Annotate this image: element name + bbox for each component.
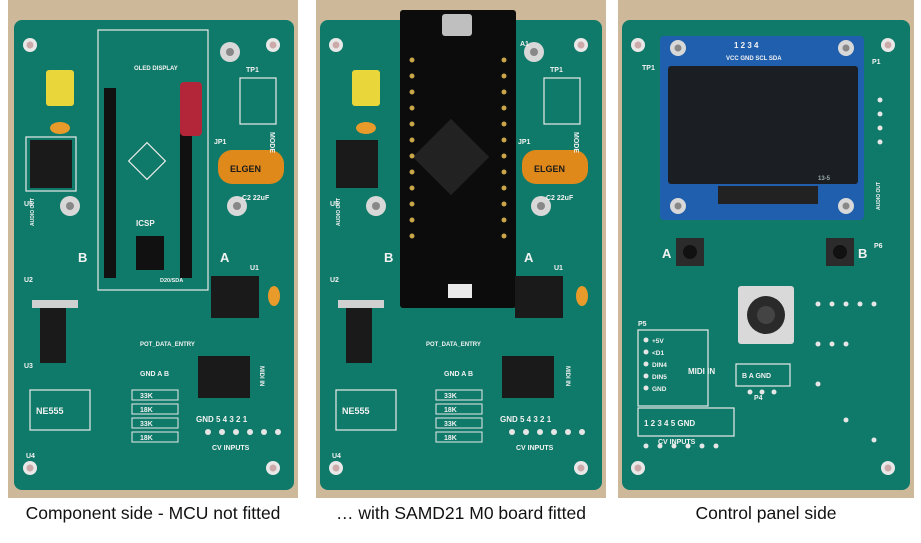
- label-b-a-gnd: B A GND: [742, 373, 771, 380]
- label-r-33k-2: 33K: [140, 421, 153, 428]
- label-big-b: B: [858, 246, 867, 261]
- elgen-capacitor: [218, 150, 284, 184]
- label-u2: U2: [330, 277, 339, 284]
- label-oled-pins: VCC GND SCL SDA: [726, 56, 782, 62]
- label-u3: U3: [24, 363, 33, 370]
- label-tp1: TP1: [246, 67, 259, 74]
- label-p6: P6: [874, 243, 883, 250]
- label-elgen: ELGEN: [230, 164, 261, 174]
- red-capacitor: [180, 82, 202, 136]
- label-icsp: ICSP: [136, 219, 155, 228]
- label-r-18k-2: 18K: [444, 435, 457, 442]
- label-midi-in: MIDI IN: [258, 366, 264, 386]
- label-r-18k-2: 18K: [140, 435, 153, 442]
- label-plus5v: +5V: [652, 338, 664, 345]
- label-r-18k-1: 18K: [444, 407, 457, 414]
- label-c2: C2 22uF: [546, 195, 574, 202]
- label-r-33k-1: 33K: [444, 393, 457, 400]
- photo-component-side: OLED DISPLAY TP1 JP1 ICSP D20/SDA U5 U2 …: [8, 0, 298, 498]
- label-din4: DIN4: [652, 362, 667, 369]
- yellow-capacitor: [46, 70, 74, 106]
- label-u4: U4: [332, 453, 341, 460]
- label-audio-out: AUDIO OUT: [876, 182, 882, 210]
- label-jp1: JP1: [214, 139, 227, 146]
- oled-screen: [668, 66, 858, 184]
- pcb-board-component-side: OLED DISPLAY TP1 JP1 ICSP D20/SDA U5 U2 …: [8, 0, 298, 498]
- label-mode: MODE: [572, 132, 579, 153]
- label-u1: U1: [250, 265, 259, 272]
- label-pot-data-entry: POT_DATA_ENTRY: [426, 342, 481, 348]
- label-ne555: NE555: [36, 406, 64, 416]
- label-oled-display: OLED DISPLAY: [134, 66, 178, 72]
- label-cv-inputs: CV INPUTS: [516, 445, 554, 452]
- label-audio-out: AUDIO OUT: [30, 198, 36, 226]
- label-r-33k-1: 33K: [140, 393, 153, 400]
- label-u5: U5: [24, 201, 33, 208]
- caption-control-panel-side: Control panel side: [695, 503, 837, 523]
- label-cv-inputs: CV INPUTS: [658, 439, 696, 446]
- voltage-regulator: [40, 305, 66, 363]
- label-p1: P1: [872, 59, 881, 66]
- ic-opto: [198, 356, 250, 398]
- label-u2: U2: [24, 277, 33, 284]
- label-tp1: TP1: [550, 67, 563, 74]
- icsp-header: [136, 236, 164, 270]
- pcb-board-samd21-fitted: A1 TP1 JP1 U5 U2 U1 U4 NE555 POT_DATA_EN…: [316, 0, 606, 498]
- label-big-a: A: [524, 250, 534, 265]
- label-cv-numbers: GND 5 4 3 2 1: [196, 415, 248, 424]
- label-jp1: JP1: [518, 139, 531, 146]
- label-u4: U4: [26, 453, 35, 460]
- ic-u1: [211, 276, 259, 318]
- label-gnd-a-b: GND A B: [444, 371, 473, 378]
- label-u5: U5: [330, 201, 339, 208]
- label-u1: U1: [554, 265, 563, 272]
- label-ne555: NE555: [342, 406, 370, 416]
- label-big-b: B: [384, 250, 393, 265]
- label-p4: P4: [754, 395, 763, 402]
- label-midi-in: MIDI IN: [688, 367, 715, 376]
- ic-u5: [30, 140, 72, 188]
- label-big-b: B: [78, 250, 87, 265]
- label-pot-data-entry: POT_DATA_ENTRY: [140, 342, 195, 348]
- pcb-board-control-panel: 1 2 3 4 VCC GND SCL SDA 13-5 TP1 P1 P6 P…: [618, 0, 914, 498]
- label-big-a: A: [662, 246, 672, 261]
- label-oled-pin-numbers: 1 2 3 4: [734, 41, 759, 50]
- label-d1: <D1: [652, 350, 664, 357]
- label-gnd-a-b: GND A B: [140, 371, 169, 378]
- photo-control-panel-side: 1 2 3 4 VCC GND SCL SDA 13-5 TP1 P1 P6 P…: [618, 0, 914, 498]
- label-cv-inputs: CV INPUTS: [212, 445, 250, 452]
- label-cv-numbers: 1 2 3 4 5 GND: [644, 419, 695, 428]
- label-tp1: TP1: [642, 65, 655, 72]
- label-cv-numbers: GND 5 4 3 2 1: [500, 415, 552, 424]
- label-midi-in: MIDI IN: [564, 366, 570, 386]
- label-r-33k-2: 33K: [444, 421, 457, 428]
- label-elgen: ELGEN: [534, 164, 565, 174]
- label-gnd: GND: [652, 386, 667, 393]
- label-p5: P5: [638, 321, 647, 328]
- usb-connector: [442, 14, 472, 36]
- photo-samd21-fitted: A1 TP1 JP1 U5 U2 U1 U4 NE555 POT_DATA_EN…: [316, 0, 606, 498]
- label-a1: A1: [520, 41, 529, 48]
- label-oled-code: 13-5: [818, 176, 831, 182]
- label-d20: D20/SDA: [160, 278, 183, 284]
- label-audio-out: AUDIO OUT: [336, 198, 342, 226]
- caption-samd21-fitted: … with SAMD21 M0 board fitted: [336, 503, 586, 523]
- caption-component-side: Component side - MCU not fitted: [25, 503, 281, 523]
- label-big-a: A: [220, 250, 230, 265]
- label-din5: DIN5: [652, 374, 667, 381]
- reset-button: [448, 284, 472, 298]
- label-mode: MODE: [268, 132, 275, 153]
- label-c2: C2 22uF: [242, 195, 270, 202]
- label-r-18k-1: 18K: [140, 407, 153, 414]
